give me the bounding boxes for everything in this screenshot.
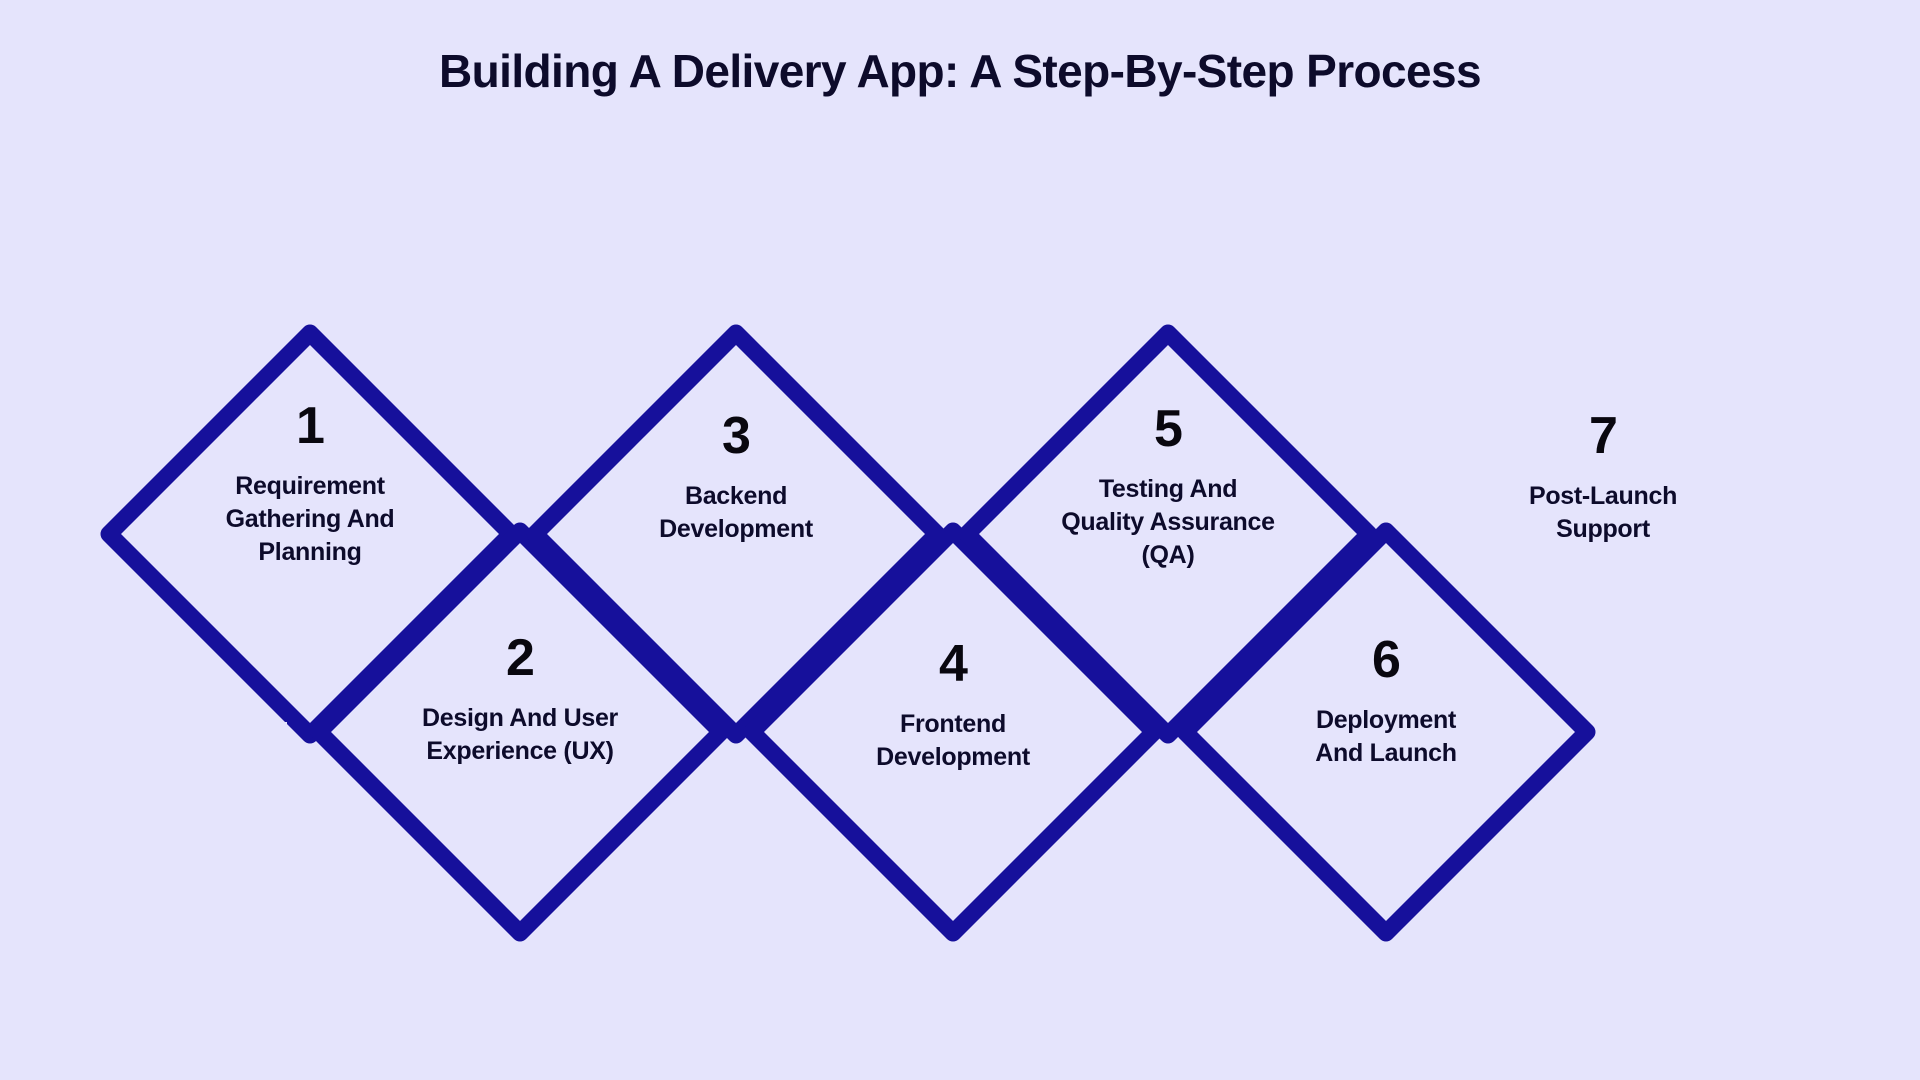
step-label-3-line-2: Development: [659, 515, 813, 543]
step-number-7: 7: [1589, 407, 1618, 465]
step-label-2-line-1: Design And User: [421, 704, 618, 732]
step-label-6-line-1: Deployment: [1315, 706, 1457, 734]
step-label-1: Requirement Gathering And Planning: [160, 470, 460, 569]
step-number-3: 3: [722, 407, 751, 465]
step-label-1-line-1: Requirement: [235, 472, 385, 500]
process-step-3[interactable]: 3 Backend Development: [586, 410, 886, 546]
step-label-1-line-2: Gathering And: [225, 505, 395, 533]
step-label-4: Frontend Development: [803, 708, 1103, 774]
step-label-4-line-1: Frontend: [900, 710, 1006, 738]
step-label-1-line-3: Planning: [258, 538, 362, 566]
step-label-5-line-3: (QA): [1141, 541, 1195, 569]
step-label-4-line-2: Development: [876, 743, 1030, 771]
step-label-7-line-1: Post-Launch: [1528, 482, 1678, 510]
process-step-2[interactable]: 2 Design And User Experience (UX): [370, 632, 670, 768]
process-step-1[interactable]: 1 Requirement Gathering And Planning: [160, 400, 460, 569]
step-label-7-line-2: Support: [1556, 515, 1650, 543]
step-number-1: 1: [296, 397, 325, 455]
step-label-2-line-2: Experience (UX): [426, 737, 614, 765]
page-title: Building A Delivery App: A Step-By-Step …: [439, 45, 1482, 97]
step-label-6-line-2: And Launch: [1315, 739, 1457, 767]
step-label-6: Deployment And Launch: [1236, 704, 1536, 770]
step-label-5-line-2: Quality Assurance: [1061, 508, 1275, 536]
process-step-6[interactable]: 6 Deployment And Launch: [1236, 634, 1536, 770]
step-label-3-line-1: Backend: [684, 482, 788, 510]
process-step-4[interactable]: 4 Frontend Development: [803, 638, 1103, 774]
step-label-3: Backend Development: [586, 480, 886, 546]
step-label-5-line-1: Testing And: [1098, 475, 1238, 503]
step-number-2: 2: [506, 629, 535, 687]
step-number-4: 4: [939, 635, 968, 693]
process-step-7[interactable]: 7 Post-Launch Support: [1453, 410, 1753, 546]
step-label-7: Post-Launch Support: [1453, 480, 1753, 546]
step-label-5: Testing And Quality Assurance (QA): [1018, 473, 1318, 572]
step-number-6: 6: [1372, 631, 1401, 689]
step-number-5: 5: [1154, 400, 1183, 458]
step-label-2: Design And User Experience (UX): [370, 702, 670, 768]
process-step-5[interactable]: 5 Testing And Quality Assurance (QA): [1018, 403, 1318, 572]
